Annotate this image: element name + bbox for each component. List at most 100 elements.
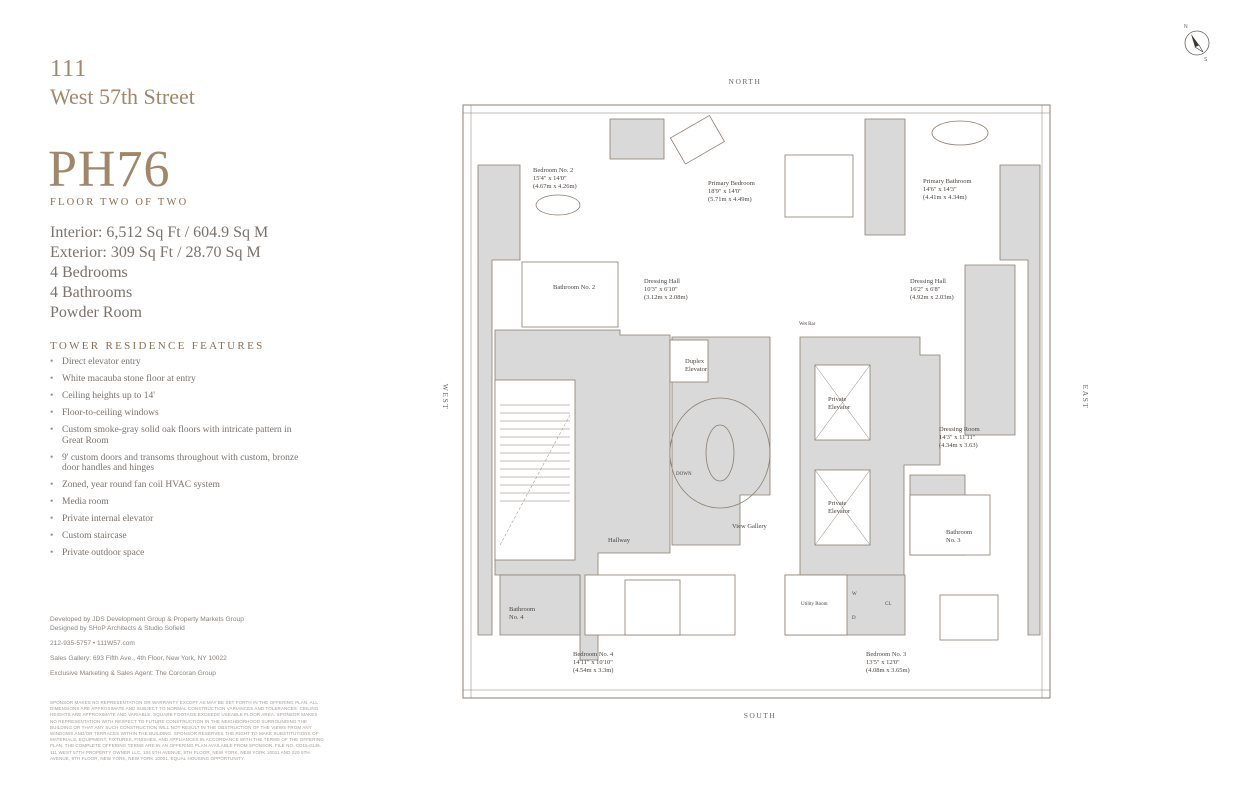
dressing-hall-east-name: Dressing Hall: [910, 278, 946, 285]
stair-box: [494, 379, 576, 561]
designer-credit: Designed by SHoP Architects & Studio Sof…: [50, 625, 185, 632]
utility-room: [784, 574, 848, 636]
elevator-marks: [814, 364, 871, 546]
bedroom4-name: Bedroom No. 4: [573, 651, 614, 658]
primary-bedroom-imperial: 18'9" x 14'0": [708, 188, 742, 195]
feature-item: White macauba stone floor at entry: [50, 374, 300, 385]
feature-item: Ceiling heights up to 14': [50, 391, 300, 402]
exclusive-agent: Exclusive Marketing & Sales Agent: The C…: [50, 670, 216, 677]
hallway-label: Hallway: [608, 537, 631, 544]
feature-item: 9' custom doors and transoms throughout …: [50, 453, 300, 474]
column-block: [609, 118, 665, 160]
feature-item: Floor-to-ceiling windows: [50, 408, 300, 419]
powder-room: Powder Room: [50, 304, 142, 321]
primary-bathroom-imperial: 14'6" x 14'3": [923, 186, 957, 193]
feature-item: Direct elevator entry: [50, 357, 300, 368]
bedroom3-bed: [939, 594, 999, 641]
feature-item: Custom staircase: [50, 531, 300, 542]
bathroom2-room: [521, 261, 619, 328]
dressing-hall-east-metric: (4.92m x 2.03m): [910, 294, 954, 301]
feature-item: Media room: [50, 497, 300, 508]
private-elevator-2-line2: Elevator: [828, 508, 851, 515]
developer-credit: Developed by JDS Development Group & Pro…: [50, 616, 244, 623]
feature-item: Private internal elevator: [50, 514, 300, 525]
west-label: WEST: [441, 384, 450, 410]
bathroom4-line1: Bathroom: [509, 606, 535, 613]
wet-bar-label: Wet Bar: [799, 322, 816, 327]
south-label: SOUTH: [744, 711, 777, 720]
dressing-room-imperial: 14'3" x 11'11": [939, 434, 976, 441]
column-block: [864, 118, 906, 236]
bedroom2-imperial: 15'4" x 14'0": [533, 175, 567, 182]
duplex-elevator-line1: Duplex: [685, 358, 705, 365]
dressing-room-metric: (4.34m x 3.63): [939, 442, 978, 449]
bedroom2-name: Bedroom No. 2: [533, 167, 573, 174]
view-gallery-label: View Gallery: [732, 523, 768, 530]
bedroom4-imperial: 14'11" x 10'10": [573, 659, 613, 666]
stair-treads: [499, 404, 571, 546]
building-outline: [462, 104, 1051, 699]
bedroom3-metric: (4.08m x 3.65m): [866, 667, 910, 674]
bedroom3-name: Bedroom No. 3: [866, 651, 906, 658]
gallery-area: [671, 336, 771, 546]
bathroom4-line2: No. 4: [509, 614, 524, 621]
dressing-hall-west-metric: (3.12m x 2.08m): [644, 294, 688, 301]
closet-label: CL: [885, 602, 891, 607]
stair-down-label: DOWN: [676, 472, 692, 477]
interior-area: Interior: 6,512 Sq Ft / 604.9 Sq M: [50, 224, 269, 241]
feature-item: Custom smoke-gray solid oak floors with …: [50, 425, 300, 446]
bedroom4-bed: [624, 579, 681, 636]
legal-disclaimer: SPONSOR MAKES NO REPRESENTATION OR WARRA…: [50, 700, 324, 761]
bathroom4-block: [499, 574, 581, 636]
dressing-room-block: [964, 264, 1016, 436]
bedroom2-metric: (4.67m x 4.26m): [533, 183, 577, 190]
unit-name: PH76: [48, 141, 171, 198]
primary-bathroom-metric: (4.41m x 4.34m): [923, 194, 967, 201]
duplex-elevator-box: [669, 339, 709, 383]
washer-label: W: [852, 592, 857, 597]
private-elevator-1-line2: Elevator: [828, 404, 851, 411]
bathroom3-room: [909, 494, 991, 556]
chaise-lounge: [669, 114, 725, 165]
primary-bedroom-name: Primary Bedroom: [708, 180, 755, 187]
primary-bedroom-metric: (5.71m x 4.49m): [708, 196, 752, 203]
primary-bed: [784, 154, 854, 218]
building-number: 111: [50, 56, 88, 82]
building-street: West 57th Street: [50, 84, 195, 109]
feature-item: Private outdoor space: [50, 548, 300, 559]
primary-bathroom-name: Primary Bathroom: [923, 178, 972, 185]
dressing-room-name: Dressing Room: [939, 426, 980, 433]
bedroom3-imperial: 13'5" x 12'0": [866, 659, 900, 666]
floor-plan: NORTH SOUTH WEST EAST: [441, 77, 1090, 720]
exterior-area: Exterior: 309 Sq Ft / 28.70 Sq M: [50, 244, 261, 261]
bathroom2-name: Bathroom No. 2: [553, 284, 595, 291]
east-label: EAST: [1081, 385, 1090, 410]
bedroom-count: 4 Bedrooms: [50, 264, 128, 281]
bedroom4-metric: (4.54m x 3.3m): [573, 667, 613, 674]
north-label: NORTH: [729, 77, 762, 86]
spiral-staircase: [669, 397, 771, 509]
dressing-hall-west-imperial: 10'3" x 6'10": [644, 286, 678, 293]
feature-item: Zoned, year round fan coil HVAC system: [50, 480, 300, 491]
unit-stats: Interior: 6,512 Sq Ft / 604.9 Sq M Exter…: [50, 223, 268, 323]
credits: Developed by JDS Development Group & Pro…: [50, 615, 320, 684]
dryer-label: D: [852, 616, 856, 621]
utility-room-label: Utility Room: [801, 602, 828, 607]
floor-label: FLOOR TWO OF TWO: [50, 197, 189, 208]
compass-south-letter: S: [1204, 57, 1208, 62]
features-list: Direct elevator entry White macauba ston…: [50, 357, 300, 565]
features-heading: TOWER RESIDENCE FEATURES: [50, 340, 265, 352]
dressing-hall-east-imperial: 16'2" x 6'8": [910, 286, 941, 293]
east-circulation: [999, 164, 1041, 636]
table-furniture: [535, 194, 581, 216]
private-elevator-1-line1: Private: [828, 396, 847, 403]
contact-info: 212-935-5757 • 111W57.com: [50, 640, 135, 647]
bathroom-count: 4 Bathrooms: [50, 284, 133, 301]
compass-icon: N S: [1184, 24, 1210, 62]
sales-gallery: Sales Gallery: 693 Fifth Ave., 4th Floor…: [50, 655, 227, 662]
compass-north-letter: N: [1184, 24, 1188, 30]
west-circulation: [477, 164, 521, 636]
bathroom3-line2: No. 3: [946, 537, 960, 544]
bathroom3-line1: Bathroom: [946, 529, 972, 536]
dressing-hall-west-name: Dressing Hall: [644, 278, 680, 285]
